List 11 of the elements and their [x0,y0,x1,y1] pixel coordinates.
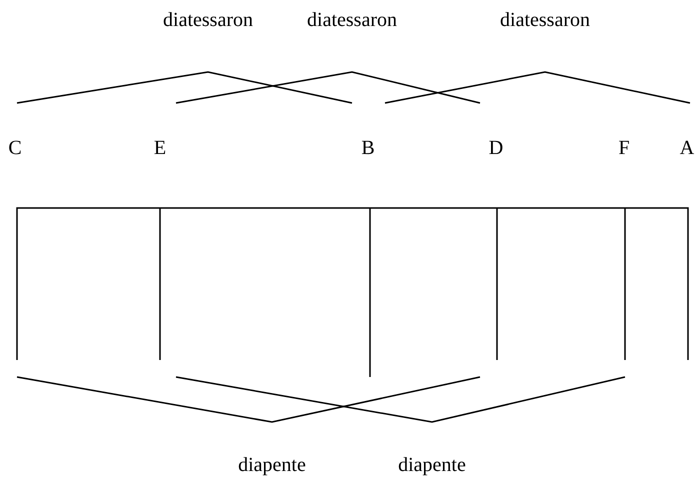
note-letter: D [488,138,504,158]
note-letter: F [618,138,630,158]
note-letter: C [8,138,22,158]
interval-label: diapente [398,455,466,475]
note-letter: E [154,138,166,158]
interval-label: diatessaron [163,10,253,30]
note-letter: B [361,138,375,158]
interval-label: diapente [238,455,306,475]
interval-label: diatessaron [307,10,397,30]
interval-label: diatessaron [500,10,590,30]
note-letter: A [680,138,694,158]
